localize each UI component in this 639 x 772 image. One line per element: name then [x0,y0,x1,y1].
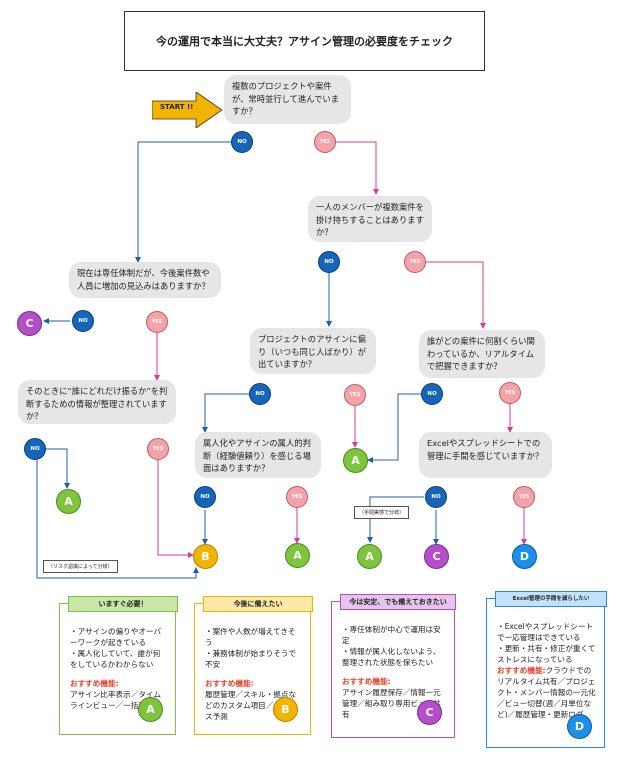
card-body: ・案件や人数が増えてきそう ・兼務体制が始まりそうで不安 おすすめ機能: 履歴管… [205,626,302,722]
no-badge: NO [231,131,253,153]
no-badge: NO [425,486,447,508]
start-arrow-shape [151,91,223,129]
result-card-d: Excel管理の手間を減らしたい ・Excelやスプレッドシートで一応管理はでき… [486,591,607,748]
result-a-badge: A [56,489,81,514]
card-result-badge: C [417,700,442,725]
result-c-badge: C [424,544,449,569]
page-title: 今の運用で本当に大丈夫？アサイン管理の必要度をチェック [124,11,485,71]
card-item: ・Excelやスプレッドシートで一応管理はできている [497,622,594,642]
note-risk: （リスク認識によって分岐） [43,560,118,573]
result-c-badge: C [17,311,42,336]
result-b-badge: B [193,544,218,569]
no-badge: NO [194,486,216,508]
result-a-badge: A [343,448,368,473]
no-badge: NO [318,251,340,273]
yes-badge: YES [513,486,535,508]
result-card-b: 今後に備えたい ・案件や人数が増えてきそう ・兼務体制が始まりそうで不安 おすす… [194,596,313,735]
card-item: ・属人化していて、誰が何をしているかわからない [70,649,161,669]
card-item: ・更新・共有・修正が重くてストレスになっている [497,644,596,664]
card-body: ・アサインの偏りやオーバーワークが起きている ・属人化していて、誰が何をしている… [70,626,167,711]
no-badge: NO [421,383,443,405]
question-info-organized: そのときに“誰にどれだけ振るか”を判断するための情報が整理されていますか？ [18,380,176,424]
yes-badge: YES [499,382,521,404]
start-label: START !! [160,103,194,111]
yes-badge: YES [286,486,308,508]
no-badge: NO [24,438,46,460]
card-item: ・兼務体制が始まりそうで不安 [205,649,297,669]
card-rec-text: アサイン履歴保存／情報一元管理／組み取り専用ビュー共有 [342,688,441,719]
yes-badge: YES [146,311,168,333]
card-rec-text: 履歴管理／スキル・拠点などのカスタム項目／リソース予測 [205,690,297,721]
no-badge: NO [249,383,271,405]
note-effort: （手間実感で分岐） [354,506,410,519]
question-excel-effort: Excelやスプレッドシートでの管理に手間を感じていますか？ [419,432,552,478]
card-header: 今後に備えたい [203,596,313,612]
card-item: ・専任体制が中心で運用は安定 [342,625,441,645]
card-result-badge: A [138,697,163,722]
result-d-badge: D [512,544,537,569]
start-arrow: START !! [151,91,223,129]
card-rec-label: おすすめ機能: [205,679,254,688]
card-rec-label: おすすめ機能: [70,679,119,688]
card-header: いますぐ必要！ [68,596,178,612]
card-result-badge: B [273,697,298,722]
card-rec-text: アサイン比率表示／タイムラインビュー／一括可視化 [70,690,162,710]
card-header: Excel管理の手間を減らしたい [495,591,607,607]
card-rec-label: おすすめ機能: [342,677,391,686]
card-item: ・アサインの偏りやオーバーワークが起きている [70,627,162,647]
question-multi-assign: 一人のメンバーが複数案件を掛け持ちすることはありますか？ [308,196,432,242]
card-body: ・専任体制が中心で運用は安定 ・情報が属人化しないよう、整理された状態を保ちたい… [342,624,446,720]
result-card-a: いますぐ必要！ ・アサインの偏りやオーバーワークが起きている ・属人化していて、… [59,596,178,735]
result-a-badge: A [285,543,310,568]
card-rec-label: おすすめ機能: [497,666,546,675]
card-result-badge: D [567,714,592,739]
card-rec-text: クラウドでのリアルタイム共有／プロジェクト・メンバー情報の一元化／ビュー切替(週… [497,666,596,719]
card-item: ・案件や人数が増えてきそう [205,627,296,647]
question-realtime-ratio: 誰がどの案件に何割くらい関わっているか、リアルタイムで把握できますか？ [419,330,545,378]
yes-badge: YES [344,384,366,406]
yes-badge: YES [404,251,426,273]
card-body: ・Excelやスプレッドシートで一応管理はできている ・更新・共有・修正が重くて… [497,621,596,720]
card-header: 今は安定、でも備えておきたい [340,594,456,610]
result-a-badge: A [357,544,382,569]
question-assign-bias: プロジェクトのアサインに偏り（いつも同じ人ばかり）が出ていますか？ [250,328,376,374]
yes-badge: YES [314,131,336,153]
card-item: ・情報が属人化しないよう、整理された状態を保ちたい [342,647,441,667]
result-card-c: 今は安定、でも備えておきたい ・専任体制が中心で運用は安定 ・情報が属人化しない… [331,594,456,738]
question-future-growth: 現在は専任体制だが、今後案件数や人員に増加の見込みはありますか？ [69,262,221,298]
question-multi-projects: 複数のプロジェクトや案件が、常時並行して進んでいますか？ [224,75,351,124]
yes-badge: YES [147,438,169,460]
no-badge: NO [72,310,94,332]
question-personalization: 属人化やアサインの属人的判断（経験値頼り）を感じる場面はありますか？ [195,432,321,478]
